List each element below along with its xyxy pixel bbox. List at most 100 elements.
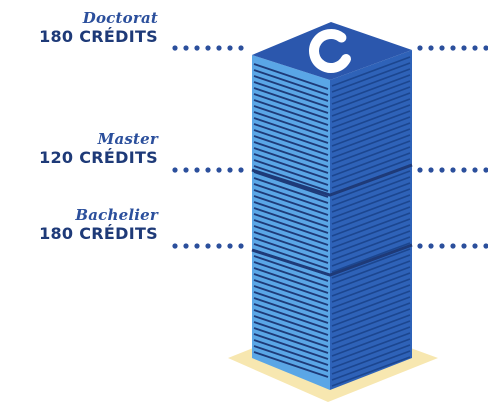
page-stripe	[331, 152, 411, 183]
page-stripe	[253, 87, 329, 114]
block-separators	[251, 163, 413, 277]
leader-dot	[194, 243, 200, 249]
page-stripe	[331, 86, 411, 117]
page-stripe	[331, 104, 411, 135]
page-stripe	[331, 302, 411, 333]
leader-dots-bachelier-left	[172, 243, 244, 249]
page-stripe	[253, 219, 329, 246]
page-stripe	[331, 206, 411, 237]
credits-label: 180 CRÉDITS	[39, 27, 158, 46]
page-stripe	[253, 309, 329, 336]
page-stripe	[331, 290, 411, 321]
page-stripe	[253, 315, 329, 342]
leader-dot	[238, 243, 244, 249]
leader-dot	[205, 167, 211, 173]
page-stripe	[253, 285, 329, 312]
page-stripe	[331, 80, 411, 111]
level-bachelier: Bachelier 180 CRÉDITS	[39, 207, 158, 244]
leader-dots-master-left	[172, 167, 244, 173]
page-stripe	[331, 332, 411, 363]
leader-dot	[450, 243, 456, 249]
page-stripe	[253, 225, 329, 252]
page-stripe	[331, 110, 411, 141]
page-stripe	[331, 320, 411, 351]
leader-dot	[483, 45, 488, 51]
page-stripe	[331, 98, 411, 129]
leader-dot	[461, 45, 467, 51]
tower	[251, 22, 413, 390]
leader-dot	[216, 167, 222, 173]
leader-dot	[439, 45, 445, 51]
page-stripe	[331, 68, 411, 99]
tower-side-face	[330, 50, 412, 390]
page-stripe	[253, 297, 329, 324]
leader-dot	[172, 167, 178, 173]
leader-dot	[205, 45, 211, 51]
page-stripe	[331, 308, 411, 339]
page-stripe	[253, 153, 329, 180]
page-stripe	[253, 195, 329, 222]
page-stripe	[253, 183, 329, 210]
page-stripe	[331, 212, 411, 243]
page-stripe	[253, 231, 329, 258]
leader-dot	[483, 243, 488, 249]
leader-dot	[428, 243, 434, 249]
page-stripe	[253, 111, 329, 138]
c-logo-icon	[309, 29, 352, 73]
page-stripe	[331, 260, 411, 291]
leader-dot	[483, 167, 488, 173]
page-stripe	[253, 159, 329, 186]
page-stripe	[253, 93, 329, 120]
page-stripe	[253, 345, 329, 372]
page-stripe	[331, 74, 411, 105]
page-stripe	[253, 237, 329, 264]
page-stripe	[331, 278, 411, 309]
page-stripe	[331, 326, 411, 357]
leader-dot	[172, 243, 178, 249]
credits-label: 120 CRÉDITS	[39, 148, 158, 167]
page-stripe	[253, 207, 329, 234]
page-stripe	[253, 129, 329, 156]
page-stripe	[331, 188, 411, 219]
level-master: Master 120 CRÉDITS	[39, 130, 158, 168]
page-stripe	[331, 284, 411, 315]
leader-dot	[216, 45, 222, 51]
leader-dot	[450, 45, 456, 51]
page-stripe	[331, 254, 411, 285]
leader-dot	[227, 243, 233, 249]
page-stripe	[331, 272, 411, 303]
degree-label: Master	[97, 130, 158, 148]
leader-dot	[428, 45, 434, 51]
page-stripe	[331, 194, 411, 225]
page-stripe	[331, 224, 411, 255]
leader-dot	[227, 45, 233, 51]
page-stripe	[253, 177, 329, 204]
leader-dot	[417, 45, 423, 51]
leader-dot	[439, 243, 445, 249]
page-stripe	[331, 116, 411, 147]
leader-dot	[417, 243, 423, 249]
tower-top-face	[252, 22, 412, 80]
page-stripe	[331, 128, 411, 159]
leader-dot	[205, 243, 211, 249]
leader-dot	[194, 167, 200, 173]
leader-dot	[172, 45, 178, 51]
page-stripe	[253, 213, 329, 240]
page-stripe	[253, 333, 329, 360]
page-stripe	[253, 99, 329, 126]
page-stripe	[253, 267, 329, 294]
page-stripe	[253, 135, 329, 162]
leader-dot	[183, 167, 189, 173]
leader-dot	[461, 167, 467, 173]
page-stripe	[253, 147, 329, 174]
leader-dot	[428, 167, 434, 173]
page-stripe	[253, 255, 329, 282]
credits-label: 180 CRÉDITS	[39, 224, 158, 243]
page-stripe	[253, 189, 329, 216]
page-stripe	[253, 291, 329, 318]
leader-dot	[216, 243, 222, 249]
leader-dots-bachelier-right	[417, 243, 488, 249]
leader-lines	[172, 45, 488, 249]
page-stripe	[253, 303, 329, 330]
page-stripe	[253, 123, 329, 150]
